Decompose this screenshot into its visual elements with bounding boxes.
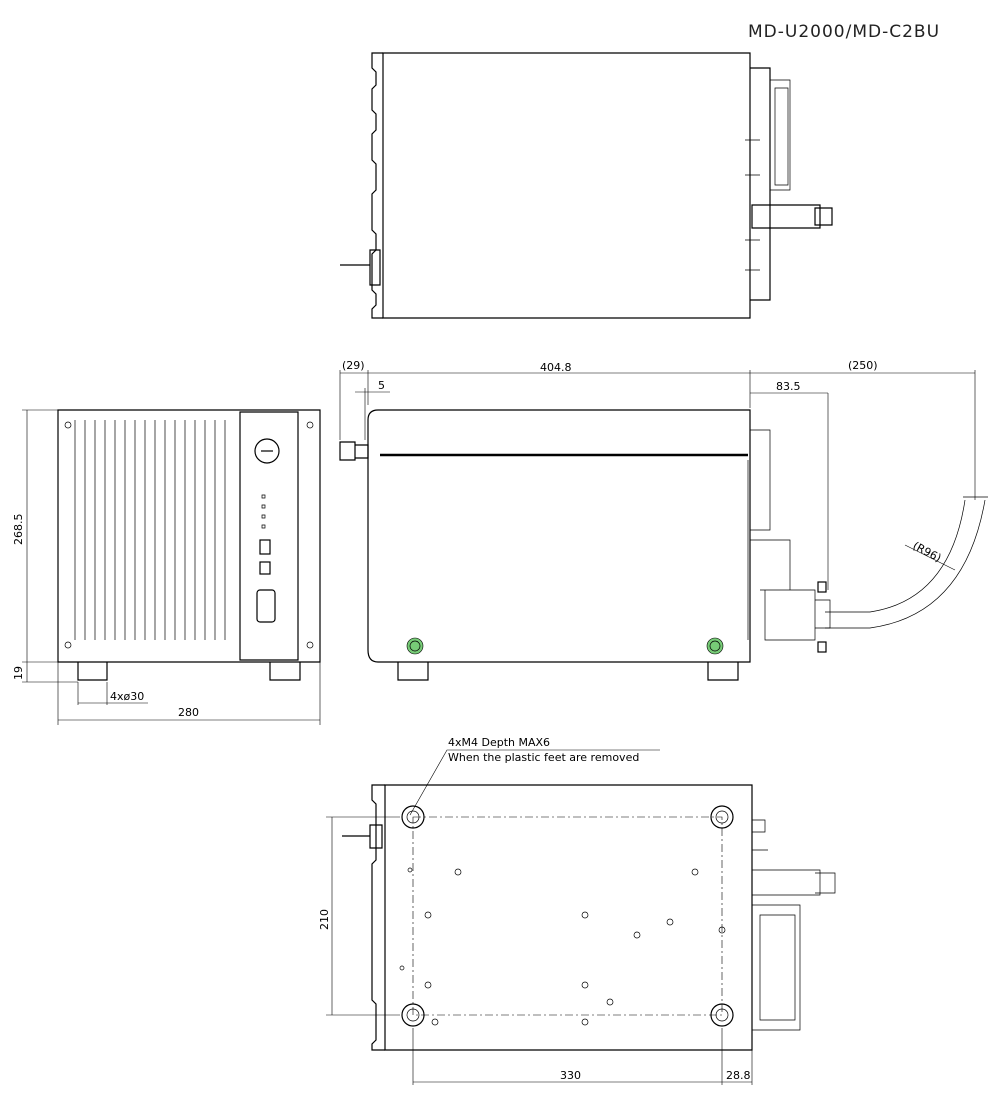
serial-port-icon (256, 589, 276, 623)
dim-edge: 28.8 (726, 1069, 751, 1082)
drawing-title: MD-U2000/MD-C2BU (748, 22, 940, 42)
note-thread: 4xM4 Depth MAX6 (448, 736, 550, 749)
dim-bend-radius: (R96) (911, 539, 944, 565)
key-switch-icon (254, 438, 280, 464)
dim-offset: 5 (378, 379, 385, 392)
dim-cable: (250) (848, 359, 878, 372)
note-feet-removed: When the plastic feet are removed (448, 751, 639, 764)
dim-length: 404.8 (540, 361, 572, 374)
dim-key: (29) (342, 359, 365, 372)
bottom-view: 4xM4 Depth MAX6 When the plastic feet ar… (318, 736, 836, 1085)
dim-span: 330 (560, 1069, 581, 1082)
dim-height: 268.5 (12, 514, 25, 546)
dim-width: 280 (178, 706, 199, 719)
side-view: (29) 404.8 (250) 5 83.5 (R96) (339, 359, 988, 681)
dim-foot-diameter: 4xø30 (110, 690, 144, 703)
dim-foot-height: 19 (12, 666, 25, 680)
dim-connector: 83.5 (776, 380, 801, 393)
usb-b-port-icon (259, 561, 271, 575)
usb-port-icon (259, 539, 271, 555)
front-view: 268.5 19 4xø30 280 (12, 409, 321, 725)
foot-mounts (401, 805, 734, 1027)
top-view (340, 52, 833, 319)
dim-depth: 210 (318, 909, 331, 930)
